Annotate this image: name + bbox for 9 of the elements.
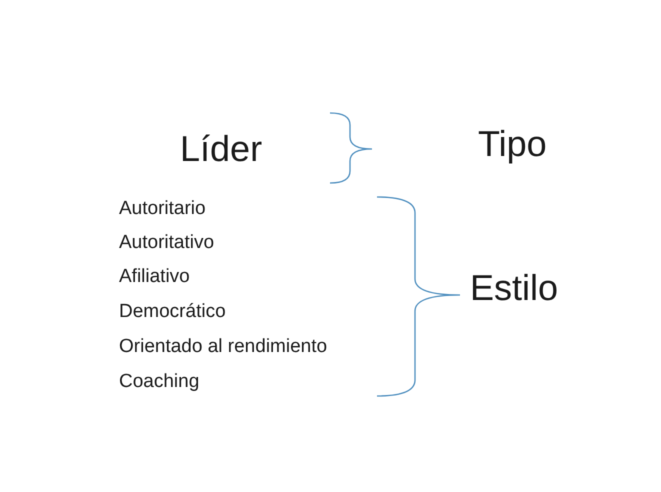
- list-item: Autoritario: [119, 199, 206, 218]
- heading: Estilo: [470, 270, 558, 306]
- heading: Tipo: [478, 126, 547, 162]
- list-item: Democrático: [119, 302, 226, 321]
- heading: Líder: [180, 131, 262, 167]
- list-item: Afiliativo: [119, 267, 190, 286]
- list-item: Coaching: [119, 372, 200, 391]
- list-item: Autoritativo: [119, 233, 214, 252]
- list-item: Orientado al rendimiento: [119, 337, 328, 356]
